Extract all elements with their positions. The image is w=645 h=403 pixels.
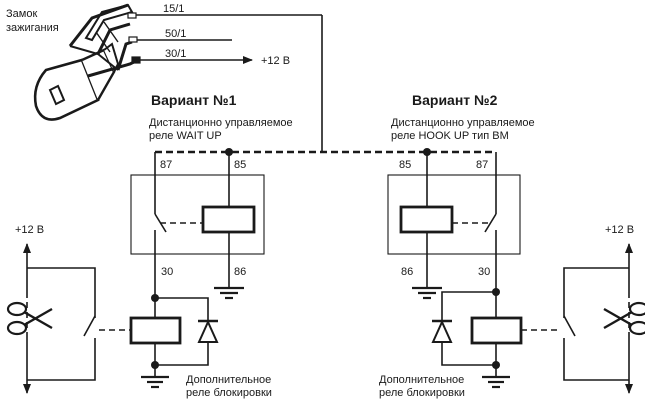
- right-aux-ground-icon: [482, 375, 510, 389]
- right-aux-relay-label-line1: Дополнительное: [379, 374, 464, 386]
- ignition-key-icon: [33, 42, 120, 121]
- left-supply-label: +12 В: [15, 224, 44, 236]
- variant1-desc-line2: реле WAIT UP: [149, 130, 222, 142]
- right-aux-junction-bottom: [492, 361, 500, 369]
- variant1-pin-86: 86: [234, 266, 246, 278]
- variant2-title: Вариант №2: [412, 92, 498, 108]
- variant2-pin-87: 87: [476, 159, 488, 171]
- left-aux-junction-top: [151, 294, 159, 302]
- right-aux-relay-label-line2: реле блокировки: [379, 387, 465, 399]
- terminal-15-contact: [127, 12, 137, 19]
- variant1-ground-icon: [214, 286, 244, 300]
- variant2-pin-30: 30: [478, 266, 490, 278]
- left-aux-relay-label-line1: Дополнительное: [186, 374, 271, 386]
- ignition-label-line2: зажигания: [6, 22, 59, 34]
- terminal-50-contact: [128, 36, 138, 43]
- supply-label: +12 В: [261, 55, 290, 67]
- left-aux-circuit: +12 В: [6, 224, 272, 399]
- variant2-pin-86: 86: [401, 266, 413, 278]
- variant1-desc-line1: Дистанционно управляемое: [149, 117, 293, 129]
- ignition-label-line1: Замок: [6, 8, 37, 20]
- variant2: Вариант №2 Дистанционно управляемое реле…: [387, 92, 535, 300]
- terminal-30-contact: [131, 56, 141, 64]
- right-aux-relay-coil: [470, 316, 523, 345]
- variant1-pin-87: 87: [160, 159, 172, 171]
- left-aux-switch-blade: [83, 315, 96, 337]
- right-aux-circuit: +12 В Дополнительное: [379, 224, 645, 399]
- variant1: Вариант №1 Дистанционно управляемое реле…: [130, 92, 293, 300]
- terminal-50-label: 50/1: [165, 28, 186, 40]
- left-aux-diode-icon: [197, 319, 219, 343]
- variant2-junction-85: [423, 148, 431, 156]
- ignition-body: [68, 3, 139, 78]
- variant1-relay-box: [130, 174, 265, 255]
- right-cut-wire-scissors-icon: [603, 301, 645, 336]
- variant1-title: Вариант №1: [151, 92, 237, 108]
- variant2-ground-icon: [412, 286, 442, 300]
- variant2-relay-coil: [399, 205, 454, 234]
- right-supply-label: +12 В: [605, 224, 634, 236]
- variant2-desc-line2: реле HOOK UP тип ВМ: [391, 130, 509, 142]
- ignition-switch: Замок зажигания 15/1 50/1 30/1: [6, 3, 322, 121]
- variant1-relay-coil: [201, 205, 256, 234]
- variant1-pin-85: 85: [234, 159, 246, 171]
- left-cut-wire-scissors-icon: [6, 301, 53, 336]
- variant1-pin-30: 30: [161, 266, 173, 278]
- left-aux-junction-bottom: [151, 361, 159, 369]
- right-aux-junction-top: [492, 288, 500, 296]
- variant2-desc-line1: Дистанционно управляемое: [391, 117, 535, 129]
- variant1-junction-87: [225, 148, 233, 156]
- terminal-15-label: 15/1: [163, 3, 184, 15]
- variant2-relay-box: [387, 174, 521, 255]
- left-aux-ground-icon: [141, 375, 169, 389]
- right-aux-diode-icon: [431, 319, 453, 343]
- variant2-pin-85: 85: [399, 159, 411, 171]
- terminal-30-label: 30/1: [165, 48, 186, 60]
- variant2-switch-blade: [484, 213, 497, 233]
- left-aux-relay-coil: [129, 316, 182, 345]
- left-aux-relay-label-line2: реле блокировки: [186, 387, 272, 399]
- right-aux-switch-blade: [563, 315, 576, 337]
